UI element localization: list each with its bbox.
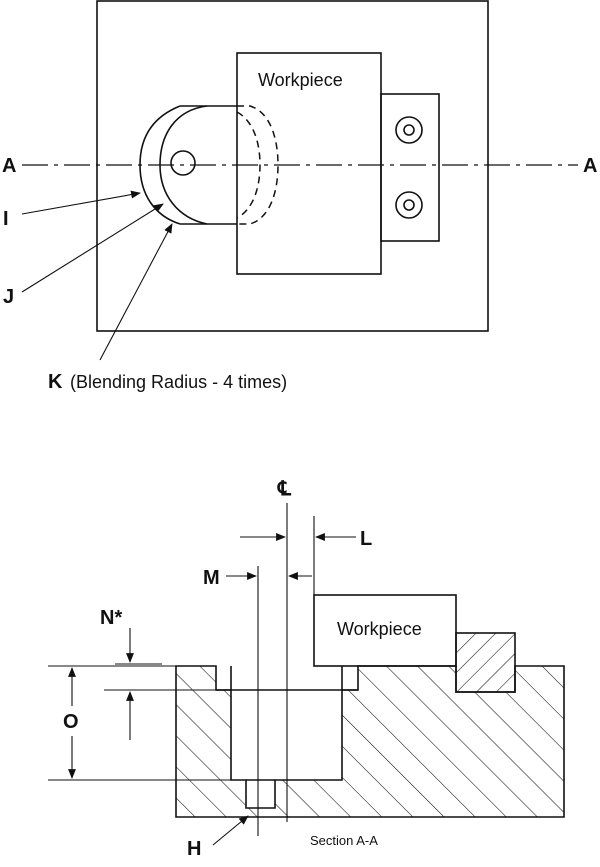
- leader-h: [212, 815, 249, 846]
- workpiece-section: [313, 594, 457, 667]
- fixture-plate: [96, 0, 489, 332]
- workpiece-label-section: Workpiece: [337, 619, 422, 639]
- label-o: O: [63, 711, 79, 733]
- leader-k: [99, 223, 173, 361]
- clamp-screw-lower: [395, 191, 423, 219]
- leader-j: [21, 203, 164, 293]
- top-view: A A Workpiece I J K (Blending Radius - 4…: [2, 0, 597, 393]
- leader-i: [21, 190, 141, 215]
- label-i: I: [3, 208, 9, 230]
- clamp-block: [380, 93, 440, 242]
- locator-pin-hole: [170, 150, 196, 176]
- clamp-section: [455, 632, 516, 693]
- hidden-arc-1: [237, 105, 279, 225]
- label-l: L: [360, 528, 372, 550]
- section-caption: Section A-A: [310, 833, 378, 848]
- k-note: (Blending Radius - 4 times): [70, 372, 287, 392]
- centerline-symbol: ℄: [277, 478, 292, 500]
- section-mark-left: A: [2, 155, 16, 177]
- clamp-screw-upper: [395, 116, 423, 144]
- label-k: K: [48, 371, 63, 393]
- workpiece-label-top: Workpiece: [258, 70, 343, 90]
- section-view: Workpiece ℄ L M N* O H Section A-A: [48, 478, 565, 860]
- label-n: N*: [100, 607, 122, 629]
- section-mark-right: A: [583, 155, 597, 177]
- hidden-arc-2: [236, 111, 261, 219]
- label-m: M: [203, 567, 220, 589]
- label-j: J: [3, 286, 14, 308]
- label-h: H: [187, 838, 201, 860]
